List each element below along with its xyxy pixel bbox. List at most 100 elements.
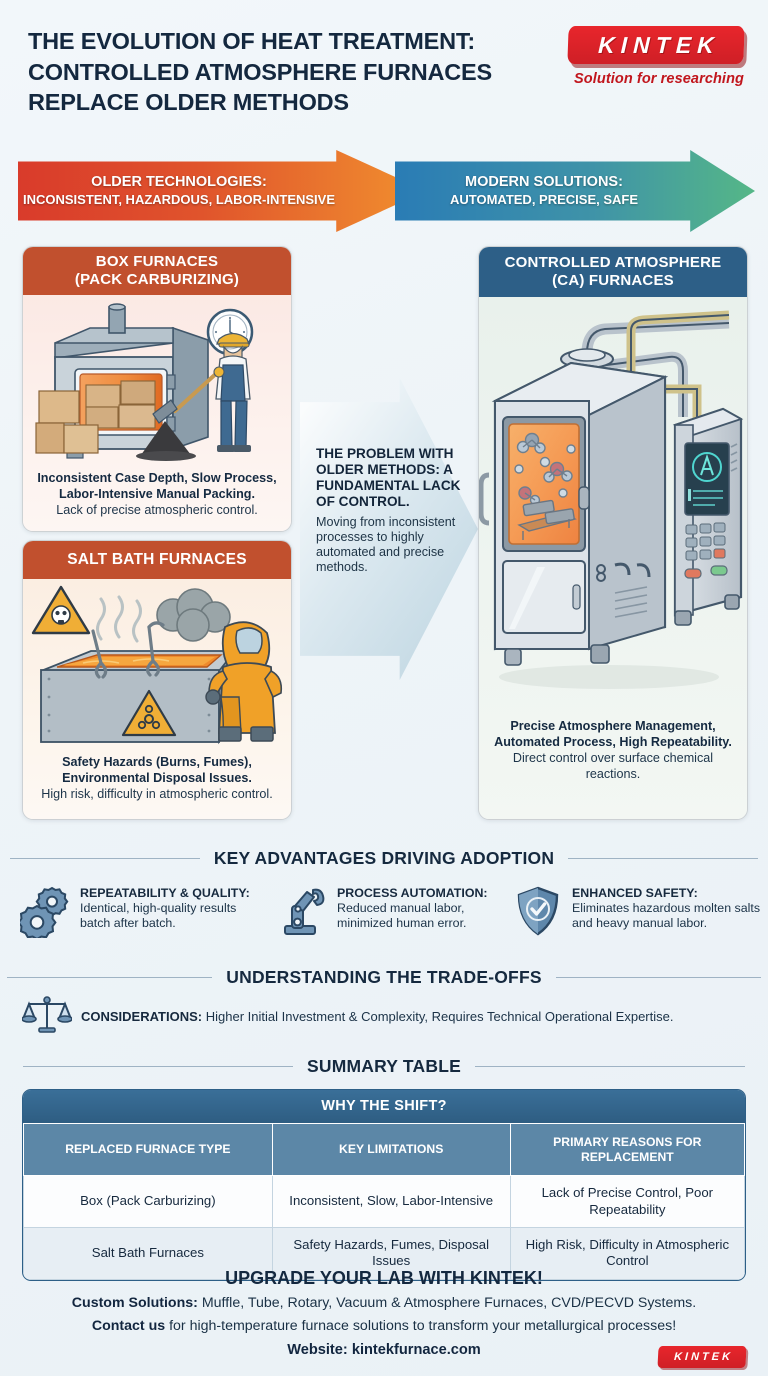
- tradeoffs-label: CONSIDERATIONS:: [81, 1009, 203, 1025]
- box-furnace-illustration: [35, 303, 254, 461]
- panel-box-body: Inconsistent Case Depth, Slow Process, L…: [23, 295, 291, 531]
- panel-box-title-2: (PACK CARBURIZING): [74, 271, 240, 288]
- panel-box-title-1: BOX FURNACES: [95, 253, 219, 271]
- panel-salt-caption-bold: Safety Hazards (Burns, Fumes), Environme…: [62, 755, 252, 785]
- transition-banner: OLDER TECHNOLOGIES: INCONSISTENT, HAZARD…: [0, 150, 768, 232]
- problem-callout: THE PROBLEM WITH OLDER METHODS: A FUNDAM…: [316, 446, 466, 576]
- panel-ca-title-1: CONTROLLED ATMOSPHERE: [504, 254, 722, 272]
- footer-website[interactable]: Website: kintekfurnace.com: [287, 1341, 481, 1358]
- banner-new-line1: MODERN SOLUTIONS:: [465, 174, 623, 191]
- footer-line-2-bold: Contact us: [91, 1318, 166, 1335]
- panel-box-caption-normal: Lack of precise atmospheric control.: [56, 502, 258, 517]
- summary-heading-text: SUMMARY TABLE: [307, 1056, 461, 1076]
- footer-line-2-rest: for high-temperature furnace solutions t…: [165, 1318, 677, 1335]
- advantage-1-desc: Reduced manual labor, minimized human er…: [337, 901, 467, 931]
- summary-table-grid: REPLACED FURNACE TYPE KEY LIMITATIONS PR…: [23, 1122, 745, 1280]
- tradeoffs-body: Higher Initial Investment & Complexity, …: [205, 1009, 674, 1025]
- panel-salt-body: Safety Hazards (Burns, Fumes), Environme…: [23, 579, 291, 819]
- ca-furnace-illustration: [479, 310, 744, 689]
- footer-heading: UPGRADE YOUR LAB WITH KINTEK!: [225, 1268, 543, 1288]
- banner-arrow-new: MODERN SOLUTIONS: AUTOMATED, PRECISE, SA…: [395, 150, 755, 232]
- advantage-repeatability: REPEATABILITY & QUALITY: Identical, high…: [17, 884, 270, 941]
- advantage-automation: PROCESS AUTOMATION: Reduced manual labor…: [277, 884, 517, 938]
- page-title: THE EVOLUTION OF HEAT TREATMENT: CONTROL…: [28, 28, 493, 116]
- panel-box-caption: Inconsistent Case Depth, Slow Process, L…: [31, 471, 283, 519]
- logo-tagline: Solution for researching: [574, 71, 744, 87]
- advantage-repeatability-text: REPEATABILITY & QUALITY: Identical, high…: [80, 884, 270, 931]
- scales-icon: [21, 993, 73, 1042]
- rule-right: [474, 1065, 745, 1068]
- robot-arm-icon: [277, 884, 329, 938]
- table-row: Salt Bath Furnaces Safety Hazards, Fumes…: [23, 1227, 745, 1280]
- footer-line-1-rest: Muffle, Tube, Rotary, Vacuum & Atmospher…: [197, 1295, 697, 1311]
- advantage-0-title: REPEATABILITY & QUALITY:: [80, 886, 250, 900]
- table-row: Box (Pack Carburizing) Inconsistent, Slo…: [23, 1175, 745, 1228]
- banner-arrow-old: OLDER TECHNOLOGIES: INCONSISTENT, HAZARD…: [18, 150, 426, 232]
- panel-ca-body: Precise Atmosphere Management, Automated…: [479, 297, 747, 819]
- advantage-automation-text: PROCESS AUTOMATION: Reduced manual labor…: [337, 884, 517, 931]
- panel-box-furnaces: BOX FURNACES (PACK CARBURIZING): [22, 246, 292, 532]
- logo-wordmark: KINTEK: [597, 31, 721, 58]
- panel-salt-caption: Safety Hazards (Burns, Fumes), Environme…: [31, 755, 283, 803]
- panel-ca-caption-normal: Direct control over surface chemical rea…: [512, 750, 714, 781]
- advantage-1-title: PROCESS AUTOMATION:: [337, 886, 488, 900]
- table-cell-0-0: Box (Pack Carburizing): [23, 1175, 273, 1228]
- skull-hazard-icon: [31, 585, 91, 635]
- panel-salt-caption-normal: High risk, difficulty in atmospheric con…: [41, 786, 273, 801]
- panel-salt-header: SALT BATH FURNACES: [23, 541, 291, 579]
- table-col-2: PRIMARY REASONS FOR REPLACEMENT: [509, 1122, 745, 1177]
- banner-old-line1: OLDER TECHNOLOGIES:: [91, 174, 267, 191]
- panel-salt-title-1: SALT BATH FURNACES: [67, 550, 247, 568]
- advantages-heading-text: KEY ADVANTAGES DRIVING ADOPTION: [213, 848, 555, 868]
- panel-ca-caption: Precise Atmosphere Management, Automated…: [487, 719, 739, 782]
- rule-right: [555, 976, 761, 979]
- panel-box-caption-bold: Inconsistent Case Depth, Slow Process, L…: [37, 471, 277, 501]
- footer-line-1: Custom Solutions: Muffle, Tube, Rotary, …: [0, 1294, 768, 1312]
- tradeoffs-heading-text: UNDERSTANDING THE TRADE-OFFS: [226, 967, 542, 987]
- rule-right: [568, 857, 759, 860]
- rule-left: [7, 976, 213, 979]
- advantages-heading: KEY ADVANTAGES DRIVING ADOPTION: [0, 848, 768, 869]
- panel-ca-title-2: (CA) FURNACES: [552, 272, 674, 289]
- rule-left: [9, 857, 200, 860]
- panel-salt-bath-furnaces: SALT BATH FURNACES: [22, 540, 292, 820]
- footer-line-1-bold: Custom Solutions:: [71, 1295, 198, 1311]
- kintek-logo: KINTEK Solution for researching: [560, 26, 750, 96]
- salt-bath-illustration: [31, 585, 283, 745]
- banner-old-line2: INCONSISTENT, HAZARDOUS, LABOR-INTENSIVE: [22, 191, 335, 207]
- tradeoffs-row: CONSIDERATIONS: Higher Initial Investmen…: [21, 993, 673, 1042]
- biohazard-icon: [121, 689, 177, 737]
- table-col-1: KEY LIMITATIONS: [271, 1122, 511, 1177]
- worker-figure: [152, 332, 251, 452]
- rule-left: [23, 1065, 294, 1068]
- panel-box-header: BOX FURNACES (PACK CARBURIZING): [23, 247, 291, 295]
- logo-badge: KINTEK: [567, 26, 745, 64]
- table-col-0: REPLACED FURNACE TYPE: [23, 1122, 273, 1177]
- tradeoffs-heading: UNDERSTANDING THE TRADE-OFFS: [0, 967, 768, 988]
- panel-ca-header: CONTROLLED ATMOSPHERE (CA) FURNACES: [479, 247, 747, 297]
- tradeoffs-text: CONSIDERATIONS: Higher Initial Investmen…: [81, 1009, 673, 1025]
- footer-logo-wordmark: KINTEK: [673, 1351, 734, 1363]
- page-footer: UPGRADE YOUR LAB WITH KINTEK! Custom Sol…: [0, 1268, 768, 1368]
- footer-kintek-logo: KINTEK: [657, 1346, 747, 1368]
- table-cell-0-1: Inconsistent, Slow, Labor-Intensive: [271, 1175, 511, 1228]
- advantage-safety: ENHANCED SAFETY: Eliminates hazardous mo…: [512, 884, 762, 938]
- table-cell-1-2: High Risk, Difficulty in Atmospheric Con…: [509, 1227, 745, 1280]
- table-cell-1-0: Salt Bath Furnaces: [23, 1227, 273, 1280]
- summary-table-caption: WHY THE SHIFT?: [23, 1090, 745, 1123]
- panel-ca-caption-bold: Precise Atmosphere Management, Automated…: [494, 719, 732, 749]
- banner-new-line2: AUTOMATED, PRECISE, SAFE: [449, 191, 639, 207]
- problem-body: Moving from inconsistent processes to hi…: [316, 515, 456, 575]
- problem-headline: THE PROBLEM WITH OLDER METHODS: A FUNDAM…: [316, 446, 461, 510]
- advantage-2-title: ENHANCED SAFETY:: [572, 886, 698, 900]
- gears-icon: [17, 884, 72, 941]
- advantage-safety-text: ENHANCED SAFETY: Eliminates hazardous mo…: [572, 884, 762, 931]
- table-cell-0-2: Lack of Precise Control, Poor Repeatabil…: [509, 1175, 745, 1228]
- panel-ca-furnaces: CONTROLLED ATMOSPHERE (CA) FURNACES: [478, 246, 748, 820]
- footer-line-2: Contact us for high-temperature furnace …: [0, 1317, 768, 1335]
- shield-check-icon: [512, 884, 564, 938]
- advantage-0-desc: Identical, high-quality results batch af…: [80, 901, 237, 931]
- summary-table: WHY THE SHIFT? REPLACED FURNACE TYPE KEY…: [22, 1089, 746, 1281]
- advantage-2-desc: Eliminates hazardous molten salts and he…: [572, 901, 761, 931]
- page-header: THE EVOLUTION OF HEAT TREATMENT: CONTROL…: [0, 0, 768, 128]
